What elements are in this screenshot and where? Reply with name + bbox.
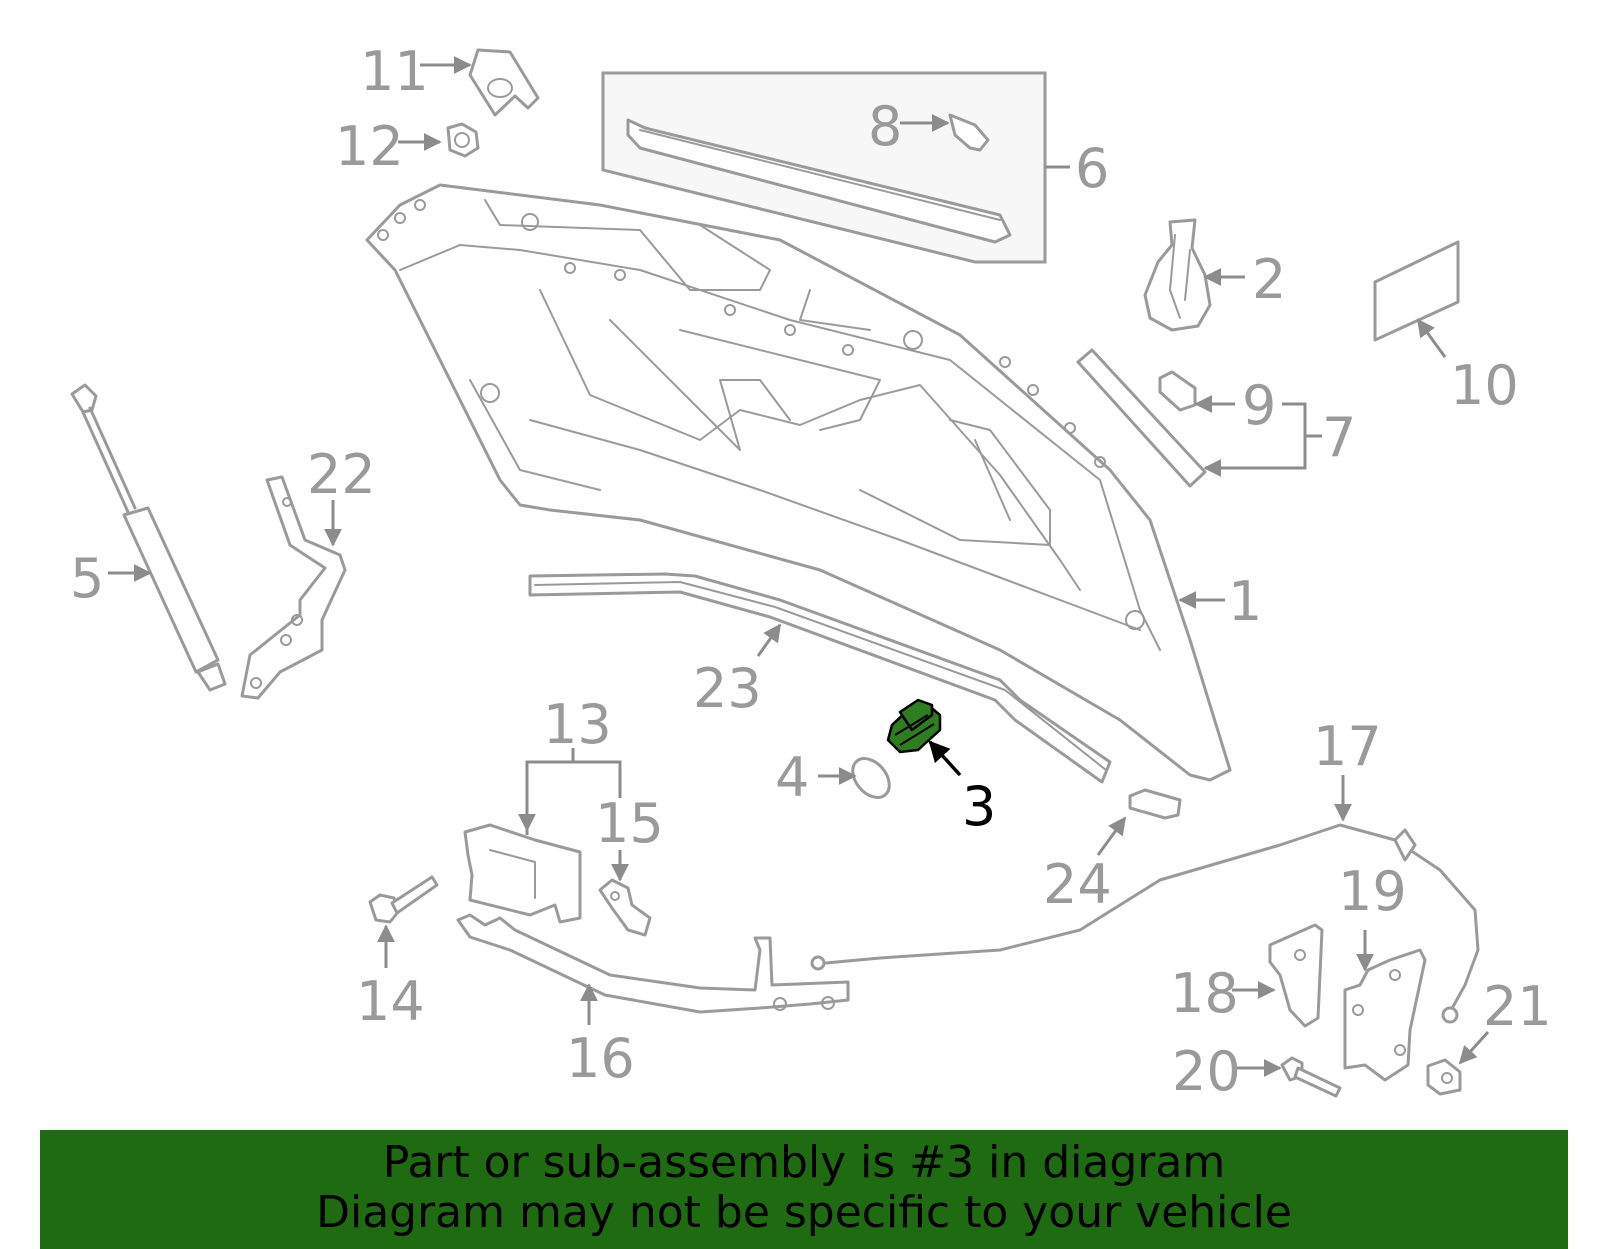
banner-part-note: Part or sub-assembly is #3 in diagram (382, 1137, 1226, 1188)
clip-15 (598, 878, 652, 937)
hood-latch-19 (1343, 948, 1427, 1082)
clip-21 (1426, 1058, 1462, 1096)
callout-16: 16 (566, 1027, 635, 1090)
callout-3: 3 (962, 775, 996, 838)
callout-1: 1 (1228, 570, 1262, 633)
release-lever-16 (456, 913, 850, 1014)
hood-bumper-3-highlighted (886, 698, 942, 754)
callout-14: 14 (356, 970, 425, 1033)
callout-7: 7 (1322, 406, 1356, 469)
callout-8: 8 (868, 95, 902, 158)
bump-stop-2 (1143, 218, 1212, 332)
callout-6: 6 (1075, 137, 1109, 200)
callout-11: 11 (360, 40, 429, 103)
bracket-11 (468, 48, 540, 117)
front-seal-23 (528, 572, 1112, 784)
callout-10: 10 (1450, 354, 1519, 417)
grommet-4 (851, 757, 891, 799)
callout-24: 24 (1043, 853, 1112, 916)
callout-17: 17 (1313, 715, 1382, 778)
info-banner: Part or sub-assembly is #3 in diagram Di… (40, 1130, 1568, 1249)
callout-22: 22 (307, 443, 376, 506)
banner-disclaimer: Diagram may not be specific to your vehi… (316, 1187, 1292, 1238)
callout-23: 23 (693, 657, 762, 720)
hinge-22 (240, 475, 347, 700)
bracket-18 (1268, 923, 1324, 1028)
hood-panel (365, 183, 1232, 782)
bolt-20 (1280, 1056, 1342, 1098)
bracket-24 (1128, 788, 1182, 820)
bolt-14 (368, 875, 439, 924)
callout-13: 13 (543, 693, 612, 756)
clip-9 (1158, 370, 1197, 412)
callout-2: 2 (1252, 248, 1286, 311)
label-10 (1373, 240, 1460, 342)
callout-19: 19 (1338, 860, 1407, 923)
gas-strut-5 (70, 383, 227, 692)
callout-21: 21 (1483, 975, 1552, 1038)
callout-4: 4 (775, 746, 809, 809)
hood-seal-kit-box (601, 71, 1047, 264)
nut-12 (446, 122, 480, 158)
latch-cover-13 (463, 823, 582, 924)
callout-5: 5 (70, 547, 104, 610)
callout-15: 15 (595, 792, 664, 855)
clip-8 (948, 113, 990, 152)
callout-18: 18 (1170, 962, 1239, 1025)
callout-20: 20 (1172, 1040, 1241, 1103)
release-cable-17 (810, 823, 1480, 1024)
callout-12: 12 (335, 115, 404, 178)
callout-9: 9 (1242, 374, 1276, 437)
